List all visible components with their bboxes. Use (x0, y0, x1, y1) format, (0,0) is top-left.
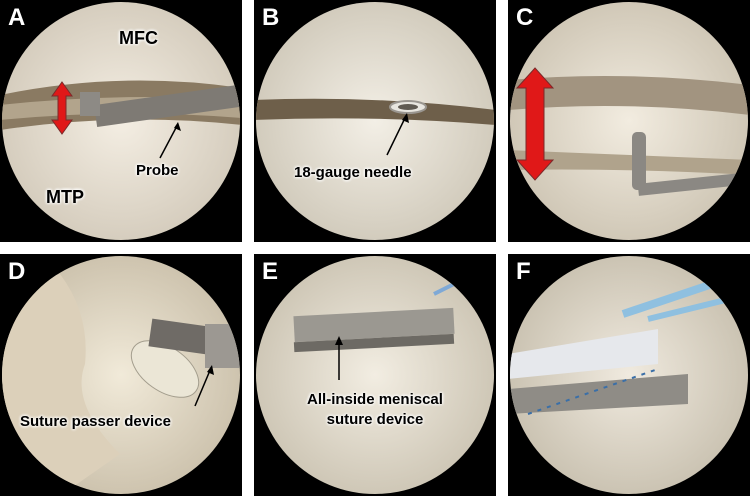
pointer-arrowhead-icon (335, 336, 343, 345)
arthroscopic-view-d (2, 256, 240, 494)
label-probe: Probe (136, 162, 179, 179)
panel-letter: E (262, 258, 279, 285)
panel-f: F (508, 254, 750, 496)
panel-e: E All-inside meniscal suture device (254, 254, 496, 496)
pointer-arrow-line (386, 115, 407, 156)
panel-letter: A (8, 4, 26, 31)
red-double-arrow-icon (515, 67, 555, 181)
red-arrow-icon (51, 81, 73, 135)
pointer-arrowhead-icon (402, 113, 409, 123)
label-mfc: MFC (119, 28, 158, 48)
pointer-arrowhead-icon (174, 122, 181, 131)
arthroscopic-view-c (510, 2, 748, 240)
arthroscopic-view-e (256, 256, 494, 494)
arthroscopic-view-f (510, 256, 748, 494)
panel-a: A MFC MTP Probe (0, 0, 242, 242)
panel-b: B 18-gauge needle (254, 0, 496, 242)
pointer-arrowhead-icon (207, 365, 214, 375)
pointer-arrow-line (159, 123, 179, 159)
label-mtp: MTP (46, 187, 84, 207)
panel-letter: D (8, 258, 26, 285)
label-line-1: All-inside meniscal (307, 391, 443, 408)
panel-letter: B (262, 4, 280, 31)
panel-d: D Suture passer device (0, 254, 242, 496)
arthroscopic-view-a (2, 2, 240, 240)
panel-letter: F (516, 258, 531, 285)
label-line-2: suture device (326, 411, 424, 428)
panel-letter: C (516, 4, 534, 31)
label-suture-passer: Suture passer device (20, 413, 171, 430)
panel-c: C (508, 0, 750, 242)
arthroscopic-view-b (256, 2, 494, 240)
pointer-arrow-line (194, 367, 212, 407)
label-all-inside-device: All-inside meniscal suture device (254, 390, 496, 430)
label-needle: 18-gauge needle (294, 164, 412, 181)
